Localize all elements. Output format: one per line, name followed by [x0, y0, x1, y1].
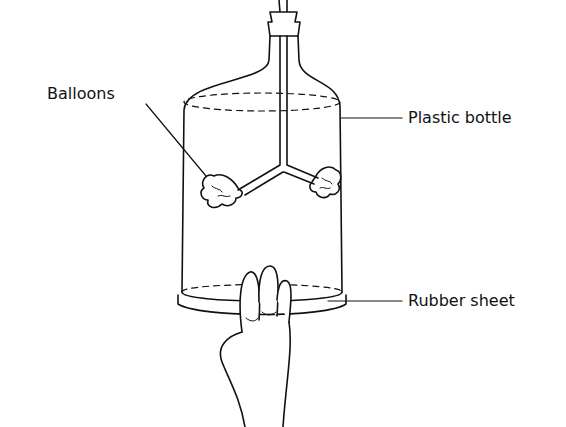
tube-cord	[279, 0, 287, 12]
leader-line	[328, 300, 402, 301]
balloon	[310, 167, 341, 198]
balloon	[201, 175, 242, 208]
part-label: Balloons	[47, 84, 115, 104]
bottle-wall	[182, 36, 270, 292]
hand	[220, 332, 245, 427]
bottle-wall	[298, 36, 342, 292]
hand	[277, 281, 291, 322]
y-tube	[238, 36, 318, 195]
balloon	[212, 186, 230, 197]
stopper	[268, 12, 300, 36]
hand	[283, 322, 290, 427]
hand	[240, 272, 260, 332]
hand	[246, 312, 276, 321]
leader-line	[146, 104, 206, 176]
hand	[259, 266, 278, 316]
leader-line	[341, 117, 402, 118]
balloon	[320, 178, 332, 189]
bottle-rim	[184, 93, 340, 111]
part-label: Plastic bottle	[408, 108, 512, 128]
part-label: Rubber sheet	[408, 291, 515, 311]
